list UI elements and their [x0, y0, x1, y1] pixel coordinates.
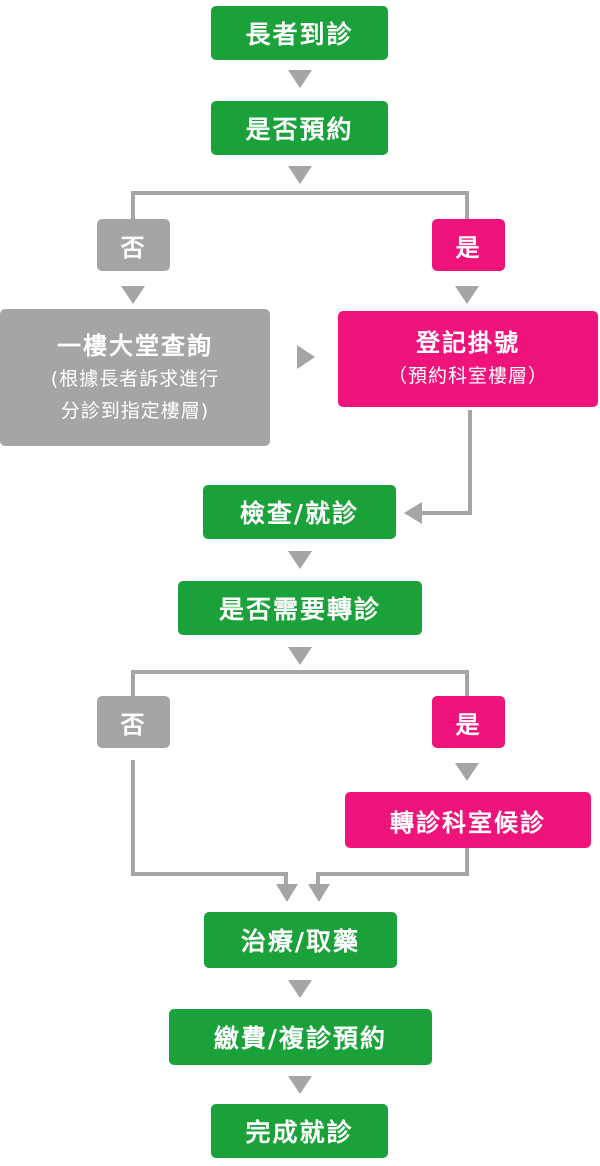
referral-to-treatment-line: [316, 848, 469, 886]
step-lobby-inquiry: 一樓大堂查詢 (根據長者訴求進行 分診到指定樓層): [0, 309, 270, 446]
step-treatment-label: 治療/取藥: [240, 927, 361, 956]
branch-line-1: [131, 191, 469, 219]
step-has-appointment-label: 是否預約: [245, 115, 354, 144]
branch-no-2-label: 否: [120, 710, 147, 739]
arrow-down-6: [288, 1076, 312, 1094]
arrow-down-treat-right: [308, 884, 330, 902]
arrow-down-3: [288, 551, 312, 569]
arrow-right-lobby-register: [297, 345, 315, 369]
branch-line-2: [131, 670, 469, 696]
step-arrive-label: 長者到診: [245, 20, 354, 49]
register-note: （預約科室樓層）: [387, 365, 548, 387]
branch-no-2: 否: [97, 696, 170, 748]
step-referral-wait: 轉診科室候診: [345, 792, 591, 848]
register-title: 登記掛號: [416, 329, 520, 357]
step-need-referral-label: 是否需要轉診: [218, 595, 381, 624]
arrow-down-yes2: [455, 763, 479, 781]
step-exam: 檢查/就診: [203, 485, 396, 539]
step-treatment: 治療/取藥: [204, 912, 397, 968]
step-arrive: 長者到診: [211, 6, 388, 60]
branch-no-1-label: 否: [120, 233, 147, 262]
arrow-down-5: [288, 980, 312, 998]
arrow-down-2: [288, 166, 312, 184]
arrow-left-into-exam: [404, 502, 422, 524]
register-to-exam-line: [420, 410, 472, 515]
step-need-referral: 是否需要轉診: [178, 581, 422, 635]
arrow-down-4: [288, 647, 312, 665]
step-exam-label: 檢查/就診: [239, 499, 360, 528]
step-payment-label: 繳費/複診預約: [213, 1024, 388, 1053]
arrow-down-no1: [121, 286, 145, 304]
lobby-note-line-2: 分診到指定樓層): [60, 399, 210, 422]
step-done-label: 完成就診: [245, 1118, 354, 1147]
branch-yes-2-label: 是: [455, 710, 482, 739]
arrow-down-1: [288, 70, 312, 88]
step-payment: 繳費/複診預約: [169, 1009, 432, 1065]
branch-no-1: 否: [97, 219, 170, 271]
branch-yes-2: 是: [432, 696, 505, 748]
no-to-treatment-line: [131, 760, 288, 886]
arrow-down-yes1: [455, 286, 479, 304]
step-has-appointment: 是否預約: [211, 101, 388, 155]
branch-yes-1-label: 是: [455, 233, 482, 262]
step-referral-wait-label: 轉診科室候診: [390, 808, 546, 837]
arrow-down-treat-left: [276, 884, 298, 902]
step-done: 完成就診: [211, 1104, 388, 1158]
lobby-note-line-1: (根據長者訴求進行: [50, 367, 220, 390]
branch-yes-1: 是: [432, 219, 505, 271]
lobby-title: 一樓大堂查詢: [57, 331, 213, 360]
step-registration: 登記掛號 （預約科室樓層）: [338, 311, 598, 407]
